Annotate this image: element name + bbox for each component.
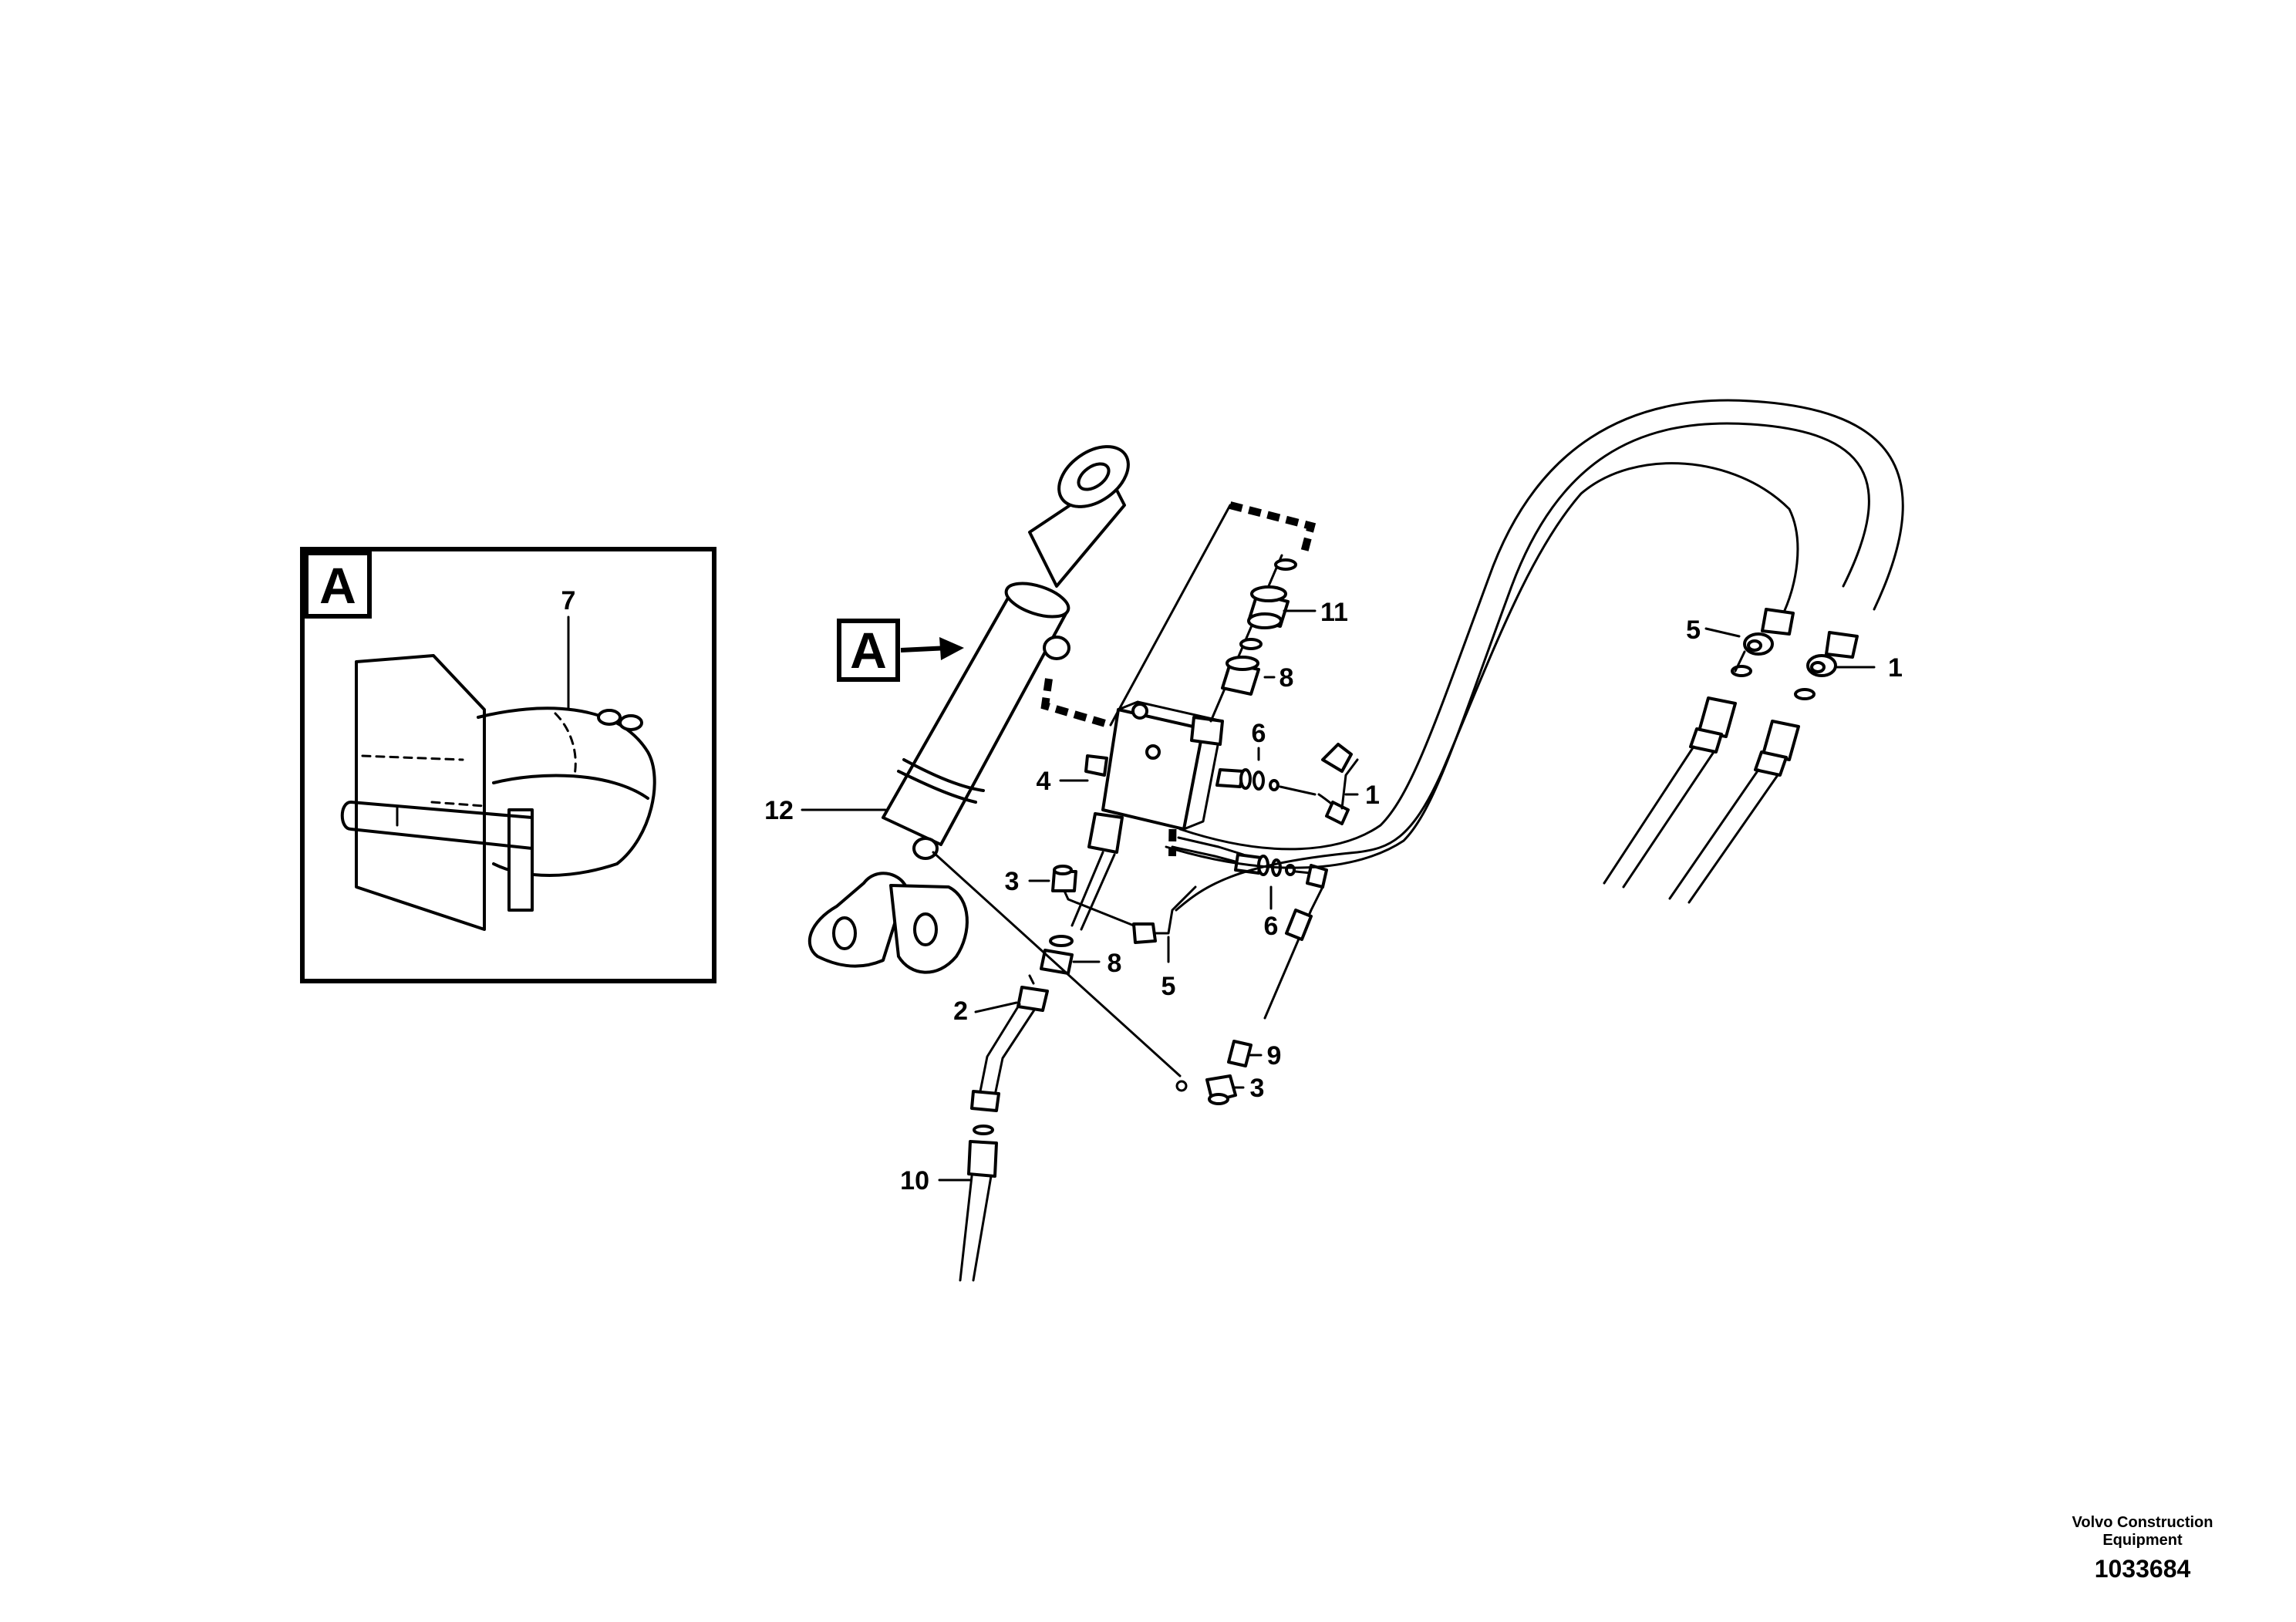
callout-9: 9 bbox=[1267, 1041, 1282, 1071]
pipe-clamp bbox=[477, 706, 656, 912]
valve-block-group: 4 bbox=[1037, 501, 1317, 857]
detail-view-a: A 7 bbox=[300, 547, 716, 983]
callout-7: 7 bbox=[561, 586, 576, 615]
callout-10: 10 bbox=[900, 1166, 929, 1195]
view-marker-a: A bbox=[837, 619, 964, 682]
callout-1-upper: 1 bbox=[1365, 781, 1380, 810]
hose-loop bbox=[1165, 399, 1904, 912]
company-name-line2: Equipment bbox=[2102, 1532, 2183, 1549]
callout-8-lower: 8 bbox=[1108, 949, 1122, 978]
callout-12: 12 bbox=[764, 796, 794, 825]
upper-right-fittings: 6 1 bbox=[1215, 719, 1380, 825]
company-name-line1: Volvo Construction bbox=[2072, 1514, 2213, 1531]
callout-3-upper: 3 bbox=[1005, 867, 1020, 896]
drawing-number: 1033684 bbox=[2095, 1555, 2191, 1583]
callout-4: 4 bbox=[1037, 767, 1051, 796]
lower-fittings: 3 8 5 6 9 3 bbox=[932, 836, 1328, 1105]
view-marker-label: A bbox=[850, 622, 887, 679]
hydraulic-cylinder: 12 bbox=[764, 445, 1130, 974]
callout-11: 11 bbox=[1320, 598, 1348, 627]
pipe-and-hose-left: 2 10 bbox=[900, 974, 1049, 1282]
title-block: Volvo Construction Equipment 1033684 bbox=[2072, 1514, 2213, 1583]
callout-6-upper: 6 bbox=[1252, 719, 1266, 748]
callout-1-right: 1 bbox=[1888, 653, 1903, 683]
callout-8-upper: 8 bbox=[1279, 663, 1294, 693]
right-connections: 5 1 bbox=[1603, 608, 1903, 904]
u-bolt bbox=[340, 801, 534, 850]
callout-2: 2 bbox=[953, 996, 968, 1026]
callout-6-lower: 6 bbox=[1264, 912, 1279, 941]
upper-fitting-stack: 11 8 bbox=[1209, 554, 1348, 723]
detail-view-label: A bbox=[319, 557, 356, 614]
callout-5-right: 5 bbox=[1686, 615, 1701, 645]
callout-5-mid: 5 bbox=[1161, 972, 1176, 1001]
callout-3-lower: 3 bbox=[1250, 1074, 1265, 1103]
mounting-block bbox=[355, 654, 486, 931]
